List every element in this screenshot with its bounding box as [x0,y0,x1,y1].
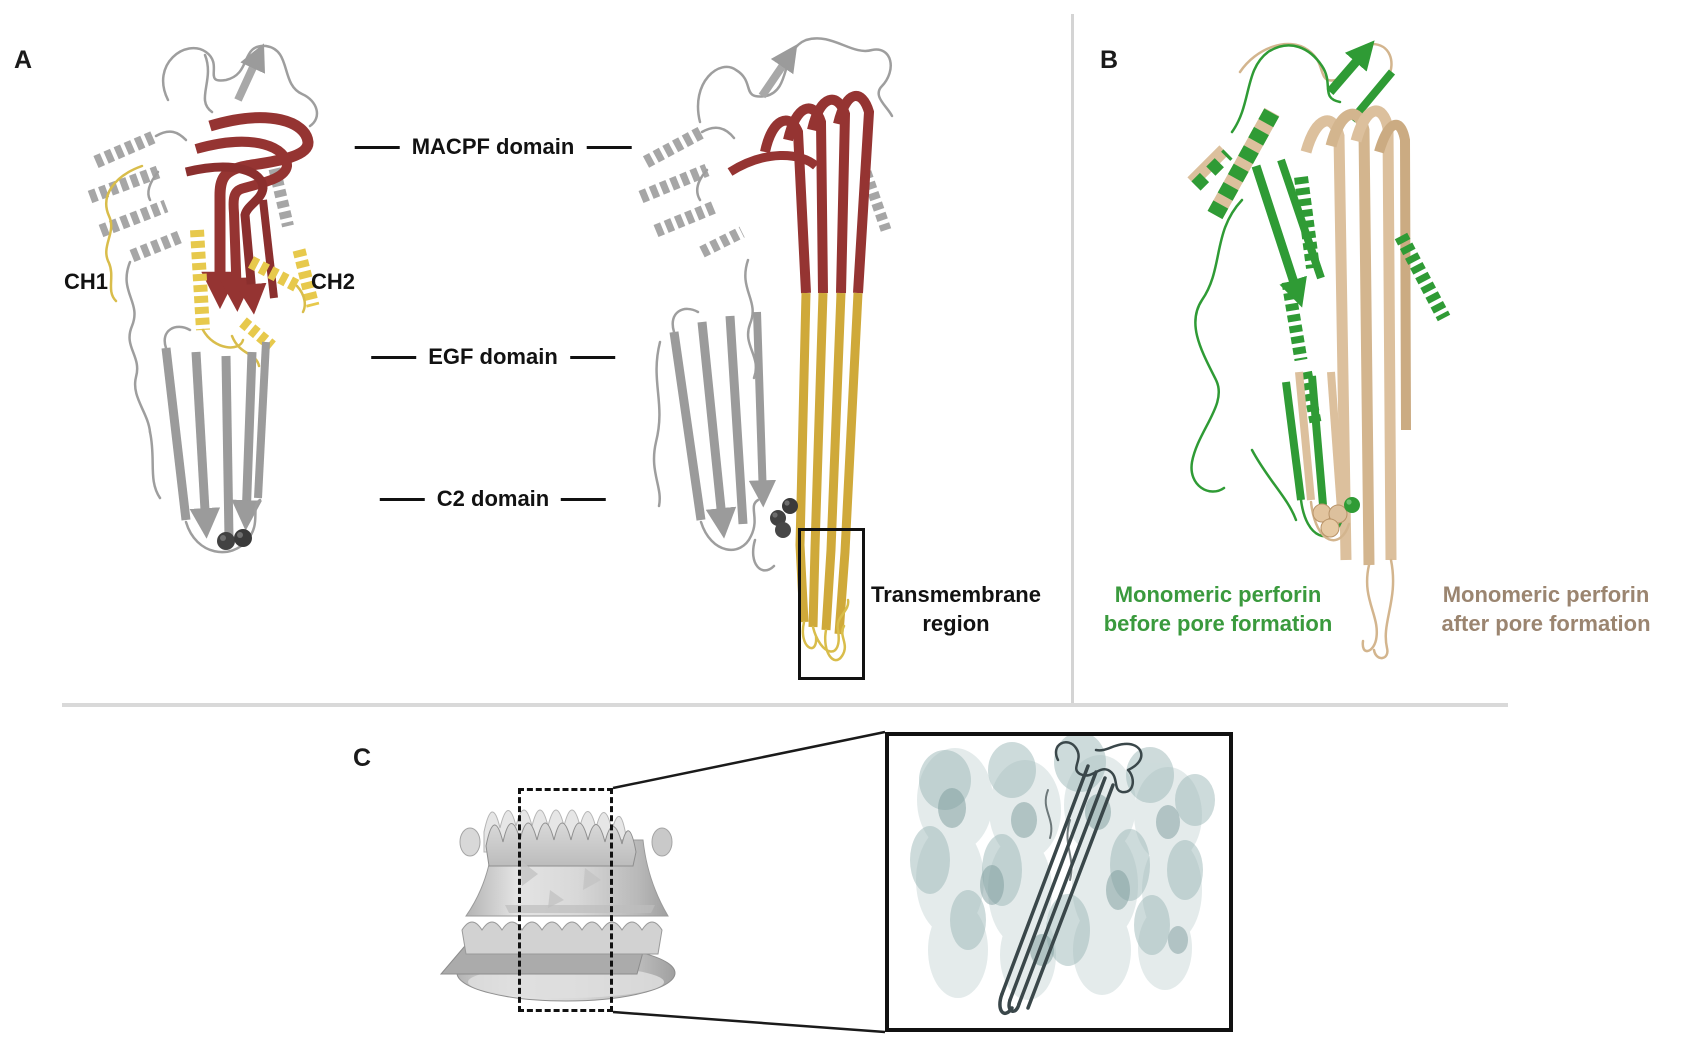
c2-domain-text: C2 domain [436,486,550,511]
legend-before-line1: Monomeric perforin [1114,582,1322,607]
macpf-domain-label: MACPF domain [354,134,632,160]
c2-domain-label: C2 domain [379,486,607,512]
panel-b-label: B [1100,46,1119,74]
legend-before-line2: before pore formation [1103,611,1333,636]
transmembrane-label-line1: Transmembrane [871,582,1041,607]
macpf-domain-text: MACPF domain [411,134,575,159]
pore-zoom-dashed-box [518,788,613,1012]
transmembrane-label-line2: region [922,611,990,636]
superimposed-monomers-ribbon [1187,40,1451,660]
panel-divider-horizontal [62,703,1508,707]
transmembrane-region-box [798,528,865,680]
egf-domain-label: EGF domain [371,344,615,370]
label-dash [354,145,400,149]
ch2-label: CH2 [310,269,356,294]
legend-after-line1: Monomeric perforin [1442,582,1650,607]
inset-connector-lines [612,730,886,1034]
panel-c-label: C [353,744,372,772]
label-dash [561,497,607,501]
inset-density-and-hairpins [910,732,1215,1015]
panel-divider-vertical [1071,14,1074,705]
pore-density-map [439,809,676,1002]
legend-after-pore: Monomeric perforin after pore formation [1441,580,1650,638]
legend-before-pore: Monomeric perforin before pore formation [1104,580,1333,638]
label-dash [569,355,615,359]
panel-a-label: A [14,46,33,74]
label-dash [371,355,417,359]
ch1-label: CH1 [63,269,109,294]
transmembrane-region-label: Transmembrane region [871,580,1041,638]
pre-pore-monomer-ribbon [87,43,320,554]
pore-inset-box [885,732,1233,1032]
label-dash [379,497,425,501]
label-dash [586,145,632,149]
egf-domain-text: EGF domain [428,344,558,369]
legend-after-line2: after pore formation [1441,611,1651,636]
